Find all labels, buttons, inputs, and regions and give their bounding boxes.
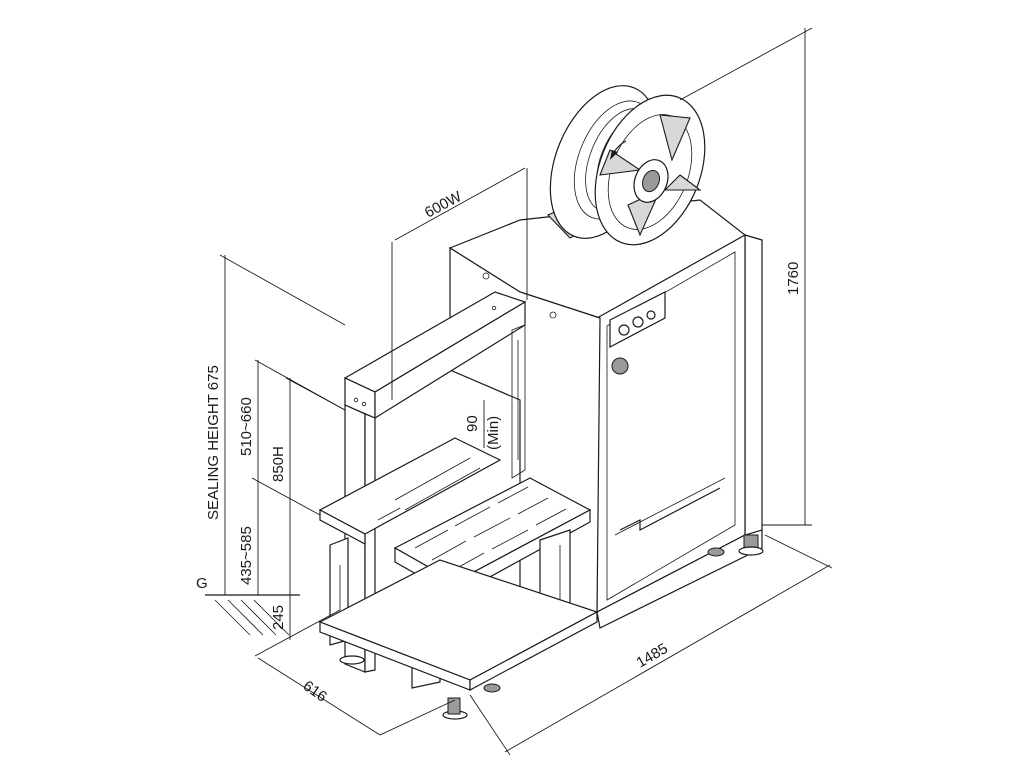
table-range-upper-label: 510~660 xyxy=(238,397,255,456)
min-gap-label: 90 xyxy=(464,415,481,432)
sealing-height-label: SEALING HEIGHT 675 xyxy=(205,365,222,520)
caster-wheel-icon xyxy=(707,547,725,557)
table-range-lower-label: 435~585 xyxy=(238,526,255,585)
table-rear xyxy=(318,437,502,545)
length-label: 1485 xyxy=(634,640,671,671)
dimension-lines xyxy=(219,27,833,756)
control-knob[interactable] xyxy=(618,324,630,336)
control-knob[interactable] xyxy=(646,310,656,320)
control-knob[interactable] xyxy=(632,316,644,328)
strapping-reel-icon xyxy=(547,85,706,246)
leveling-foot-icon xyxy=(339,655,365,665)
power-switch-icon[interactable] xyxy=(611,357,629,375)
min-gap-note: (Min) xyxy=(485,416,502,450)
ground-label: G xyxy=(196,575,208,592)
width-label: 600W xyxy=(422,188,465,222)
caster-wheel-icon xyxy=(483,683,501,693)
base-frame xyxy=(318,559,599,720)
base-height-label: 245 xyxy=(270,605,287,630)
ground-hatch xyxy=(205,594,300,636)
depth-label: 616 xyxy=(300,677,330,705)
total-height-label: 1760 xyxy=(785,262,802,295)
arch-height-label: 850H xyxy=(270,446,287,482)
